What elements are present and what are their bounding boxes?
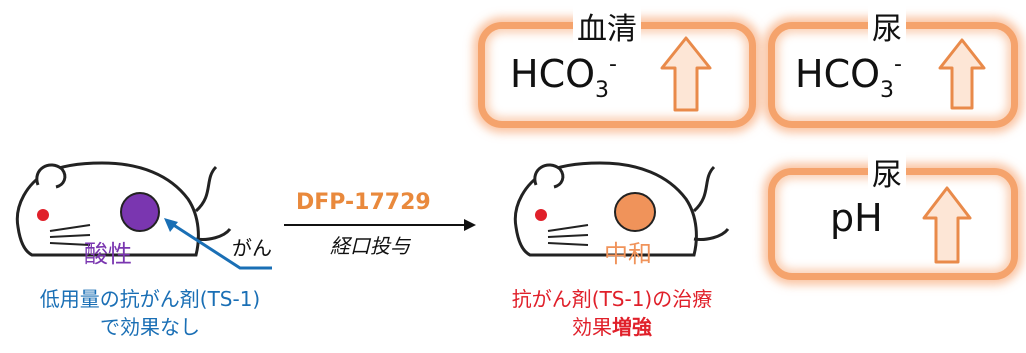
analyte-main: HCO xyxy=(510,52,596,96)
left-caption-line2: で効果なし xyxy=(100,315,200,339)
cancer-pointer-line xyxy=(164,218,272,270)
analyte-superscript: - xyxy=(894,52,902,77)
neutralized-label: 中和 xyxy=(604,240,652,268)
left-caption: 低用量の抗がん剤(TS-1) で効果なし xyxy=(0,285,300,341)
up-arrow-icon xyxy=(938,38,986,110)
right-caption: 抗がん剤(TS-1)の治療 効果増強 xyxy=(462,285,762,341)
up-arrow-icon xyxy=(660,36,712,112)
right-caption-enhanced: 増強 xyxy=(612,315,652,339)
left-caption-line1: 低用量の抗がん剤(TS-1) xyxy=(39,287,261,311)
analyte-subscript: 3 xyxy=(595,78,610,103)
analyte-superscript: - xyxy=(609,52,617,77)
serum-box-title: 血清 xyxy=(573,4,641,48)
drug-name: DFP-17729 xyxy=(296,190,431,215)
right-caption-effect: 効果 xyxy=(572,315,612,339)
urine-box-title: 尿 xyxy=(868,4,906,48)
serum-box-analyte: HCO3- xyxy=(510,52,617,103)
urine-ph-box-analyte: pH xyxy=(830,196,883,240)
up-arrow-icon xyxy=(922,186,972,264)
urine-box-analyte: HCO3- xyxy=(795,52,902,103)
right-caption-line2: 効果増強 xyxy=(462,313,762,341)
left-mouse-illustration xyxy=(15,161,232,257)
right-mouse-illustration xyxy=(513,161,730,257)
treatment-arrow xyxy=(284,219,476,231)
analyte-subscript: 3 xyxy=(880,78,895,103)
right-caption-line1: 抗がん剤(TS-1)の治療 xyxy=(511,287,713,311)
route-label: 経口投与 xyxy=(330,234,410,258)
neutralized-tumor-icon xyxy=(614,192,656,232)
cancer-label: がん xyxy=(232,236,272,260)
urine-ph-box-title: 尿 xyxy=(868,150,906,194)
acidic-tumor-icon xyxy=(120,192,160,232)
analyte-main: HCO xyxy=(795,52,881,96)
acidic-label: 酸性 xyxy=(84,240,132,268)
